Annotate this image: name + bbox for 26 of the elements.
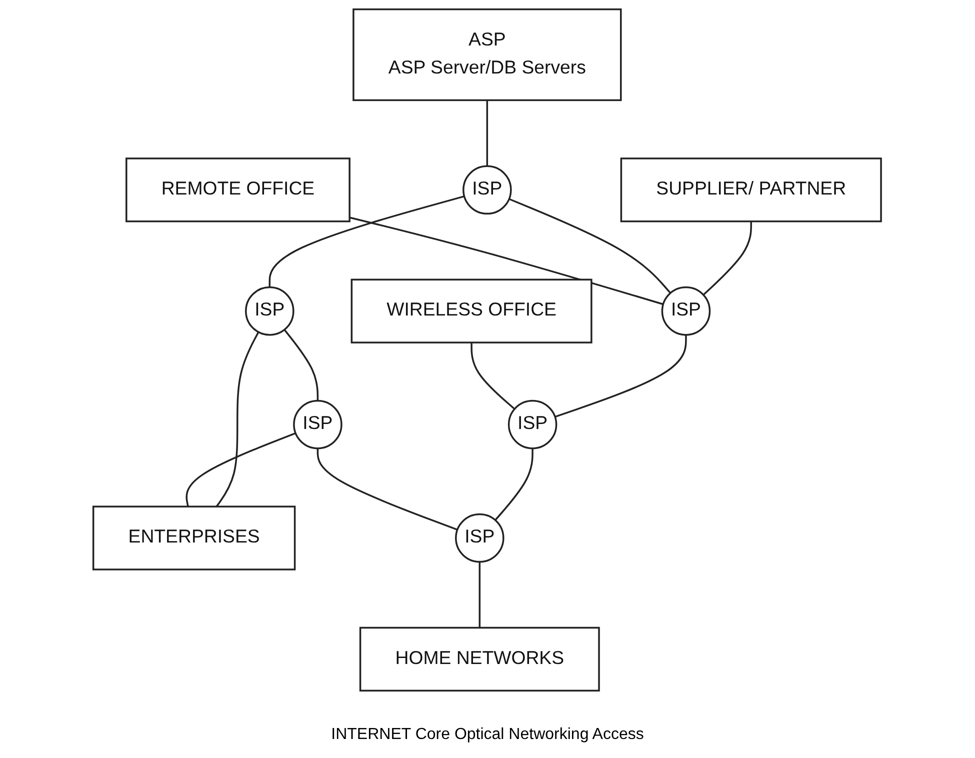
node-circle: ISP <box>462 165 512 215</box>
connector <box>284 329 319 401</box>
node-circle: ISP <box>508 400 558 450</box>
connector <box>350 216 664 306</box>
connector <box>317 448 458 531</box>
node-box: ASP ASP Server/DB Servers <box>352 8 622 102</box>
connector <box>555 334 688 418</box>
node-box: WIRELESS OFFICE <box>351 278 593 344</box>
node-box: HOME NETWORKS <box>360 626 600 692</box>
connector <box>269 195 465 288</box>
node-circle: ISP <box>455 513 505 563</box>
connector <box>479 562 481 628</box>
node-circle: ISP <box>293 400 343 450</box>
connector <box>186 432 296 507</box>
connector <box>216 332 260 508</box>
node-box: REMOTE OFFICE <box>126 158 351 222</box>
node-circle: ISP <box>245 286 295 336</box>
connector <box>703 221 752 296</box>
network-label: INTERNET Core Optical Networking Access <box>331 726 644 744</box>
connector <box>486 100 488 166</box>
node-box: SUPPLIER/ PARTNER <box>620 158 882 222</box>
node-box: ENTERPRISES <box>92 506 296 570</box>
connector <box>471 342 516 410</box>
connector <box>509 198 672 294</box>
node-circle: ISP <box>662 286 711 336</box>
connector <box>494 448 534 521</box>
